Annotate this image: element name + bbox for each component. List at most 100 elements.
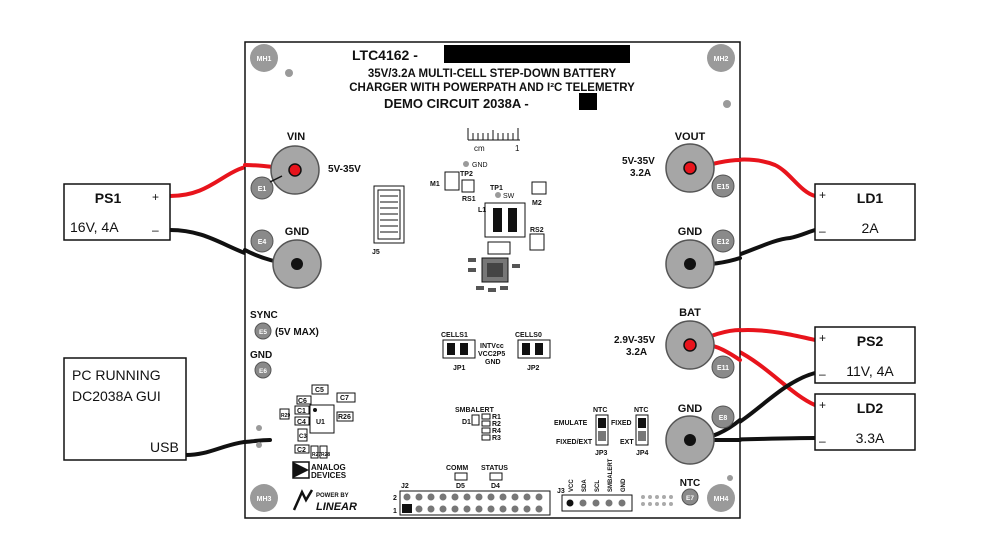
gnd-bottom-label: GND: [678, 403, 703, 415]
cells1-label: CELLS1: [441, 332, 468, 339]
j2-pin: [523, 505, 531, 513]
j2-pin: [451, 505, 459, 513]
smbalert-label: SMBALERT: [455, 407, 495, 414]
e12-label: E12: [717, 239, 730, 246]
tp2-label: TP2: [460, 171, 473, 178]
rs1-label: RS1: [462, 196, 476, 203]
ld2-name: LD2: [857, 400, 884, 416]
ld1-plus: +: [819, 188, 826, 202]
ps2-name: PS2: [857, 333, 884, 349]
j2-pin: [487, 493, 495, 501]
vout-current-label: 3.2A: [630, 168, 651, 179]
j2-pin: [511, 505, 519, 513]
j2-pin: [451, 493, 459, 501]
sync-label: SYNC: [250, 310, 278, 321]
ps1-minus: –: [152, 223, 159, 237]
demo-circuit-label: DEMO CIRCUIT 2038A -: [384, 96, 529, 111]
e7-label: E7: [686, 495, 694, 502]
gnd-bottom-terminal: [665, 405, 735, 465]
j2-pin: [487, 505, 495, 513]
gnd-small-pad: [254, 361, 272, 379]
sync-pad: [254, 322, 272, 340]
ps1-plus: +: [152, 190, 159, 204]
board-outline: [244, 41, 741, 519]
ps1-name: PS1: [95, 190, 122, 206]
e11-label: E11: [717, 365, 729, 372]
c4-label: C4: [297, 419, 306, 426]
sync-max-label: (5V MAX): [275, 327, 319, 338]
j2-pin: [499, 493, 507, 501]
j2-pin: [415, 505, 423, 513]
j3-vcc-label: VCC: [569, 479, 575, 492]
subtitle-line-1: 35V/3.2A MULTI-CELL STEP-DOWN BATTERY: [368, 68, 617, 80]
gnd-left-terminal: [250, 229, 322, 289]
demo-redaction: [579, 93, 597, 110]
analog-devices-logo: [292, 461, 310, 479]
vout-terminal: [665, 143, 735, 198]
gnd-small-label: GND: [250, 350, 272, 361]
c6-label: C6: [298, 398, 307, 405]
cells0-label: CELLS0: [515, 332, 542, 339]
vin-terminal: [250, 145, 320, 200]
ruler-cm-label: cm: [474, 144, 485, 153]
ntc1-label: NTC: [593, 407, 607, 414]
ext-label: EXT: [620, 439, 634, 446]
gnd-right-terminal: [665, 229, 735, 289]
r29-label: R29: [281, 413, 290, 419]
central-components: [373, 161, 547, 292]
e8-label: E8: [719, 415, 728, 422]
powered-by-label: POWER BY: [316, 493, 349, 499]
jp4-label: JP4: [636, 450, 649, 457]
tp1-label: TP1: [490, 185, 503, 192]
j2-pin: [463, 505, 471, 513]
adi-line2: DEVICES: [311, 471, 347, 480]
linear-label: LINEAR: [316, 501, 357, 513]
j2-pin: [427, 505, 435, 513]
r3-label: R3: [492, 435, 501, 442]
j2-pin: [439, 493, 447, 501]
ld1-box: [814, 183, 916, 241]
j2-pin: [499, 505, 507, 513]
subtitle-line-2: CHARGER WITH POWERPATH AND I²C TELEMETRY: [349, 82, 635, 94]
j3-gnd-label: GND: [621, 478, 627, 492]
rs2-label: RS2: [530, 227, 544, 234]
title-prefix: LTC4162 -: [352, 47, 418, 63]
mh2-label: MH2: [714, 56, 729, 63]
ntc-label: NTC: [680, 478, 701, 489]
vcc2p5-label: VCC2P5: [478, 351, 505, 358]
ps2-plus: +: [819, 331, 826, 345]
j2-pin: [475, 493, 483, 501]
j5-label: J5: [372, 249, 380, 256]
adi-line1: ANALOG: [311, 463, 346, 472]
ld2-plus: +: [819, 398, 826, 412]
j3-scl-label: SCL: [595, 480, 601, 492]
d5-label: D5: [456, 483, 465, 490]
vout-range-label: 5V-35V: [622, 156, 655, 167]
c1-label: C1: [297, 408, 306, 415]
bat-label: BAT: [679, 307, 701, 319]
d5-led: [454, 472, 468, 481]
j2-pin: [463, 493, 471, 501]
gnd-tp-label: GND: [472, 162, 488, 169]
pc-line2: DC2038A GUI: [72, 388, 161, 404]
e4-label: E4: [258, 239, 267, 246]
bat-range-label: 2.9V-35V: [614, 335, 655, 346]
j2-pin: [523, 493, 531, 501]
d4-led: [489, 472, 503, 481]
j2-pin: [415, 493, 423, 501]
l1-label: L1: [478, 207, 486, 214]
fixed-label: FIXED: [611, 420, 632, 427]
usb-cable-segment: [243, 438, 272, 444]
ruler: [467, 128, 520, 141]
ld1-spec: 2A: [861, 220, 879, 236]
d1-label: D1: [462, 419, 471, 426]
ps1-box: [63, 183, 171, 241]
gnd-jp-label: GND: [485, 359, 501, 366]
pc-box: [63, 357, 187, 461]
jp2-label: JP2: [527, 365, 540, 372]
mh1-label: MH1: [257, 56, 272, 63]
jp3-label: JP3: [595, 450, 608, 457]
linear-logo: [292, 489, 314, 511]
j3-label: J3: [557, 488, 565, 495]
jp1-label: JP1: [453, 365, 466, 372]
